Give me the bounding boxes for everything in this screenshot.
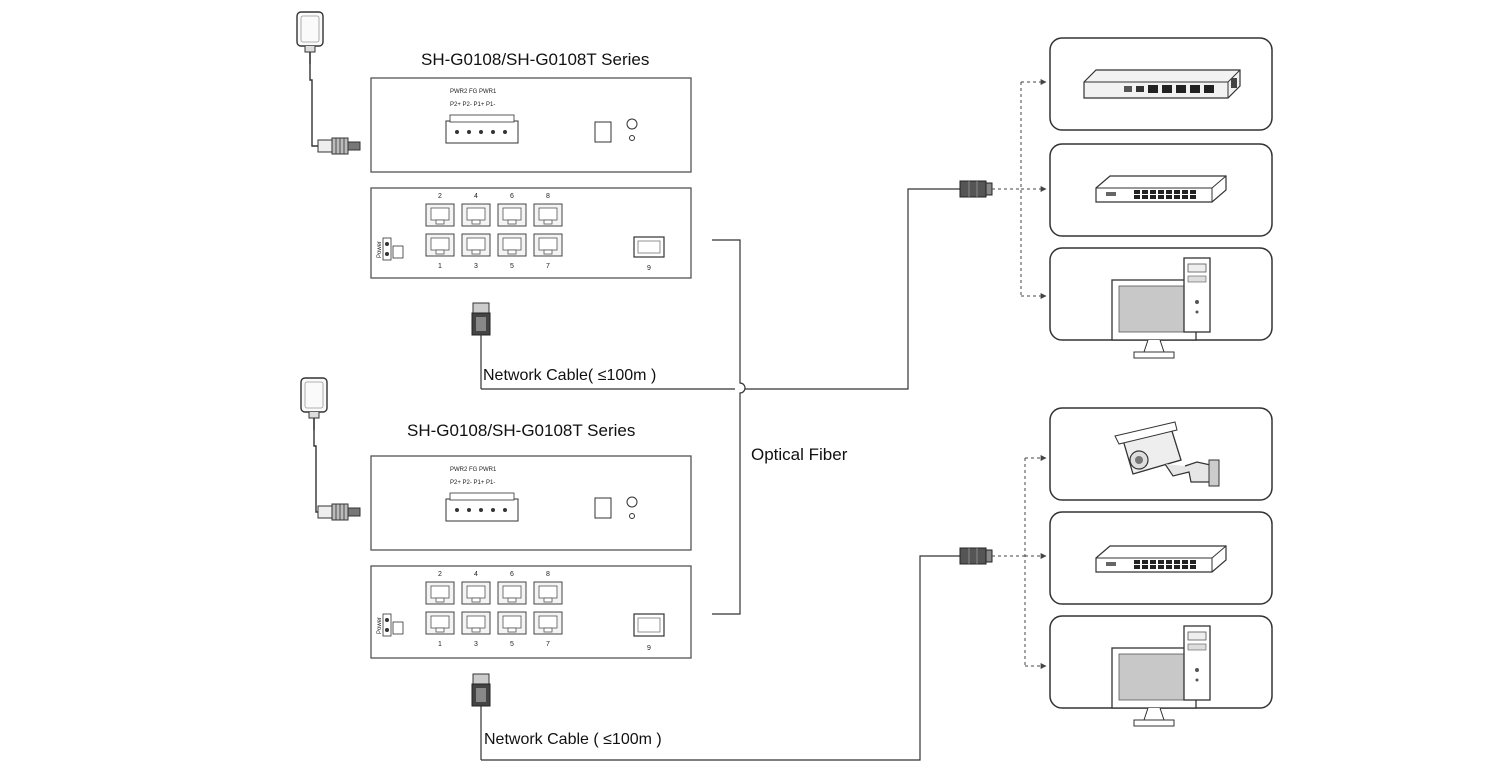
status-led-label: Power <box>377 241 383 258</box>
status-led-block <box>382 237 404 261</box>
device-box-rack-switch <box>1049 143 1273 237</box>
port-number: 7 <box>546 641 550 648</box>
ground-screw-icon <box>626 118 638 130</box>
switch-series-title-2: SH-G0108/SH-G0108T Series <box>407 421 636 440</box>
rj45-plug-icon <box>471 673 491 707</box>
switch-front-panel <box>370 565 692 659</box>
port-number: 3 <box>474 641 478 648</box>
switch-top-panel <box>370 455 692 551</box>
dip-switch-icon <box>594 497 612 519</box>
sfp-port-number: 9 <box>647 265 651 272</box>
distribution-lines-1 <box>992 79 1047 299</box>
power-adapter-icon <box>296 11 361 155</box>
rack-switch-icon <box>1095 545 1227 573</box>
port-number: 2 <box>438 571 442 578</box>
port-number: 7 <box>546 263 550 270</box>
fiber-transceiver-icon <box>959 180 993 198</box>
terminal-block <box>445 492 519 522</box>
port-number: 6 <box>510 571 514 578</box>
port-number: 5 <box>510 641 514 648</box>
network-cable-label-1: Network Cable( ≤100m ) <box>483 367 657 384</box>
port-number: 5 <box>510 263 514 270</box>
port-number: 8 <box>546 193 550 200</box>
device-box-desktop <box>1049 247 1273 359</box>
sfp-port-icon <box>633 613 665 637</box>
device-box-desktop <box>1049 615 1273 727</box>
port-number: 1 <box>438 641 442 648</box>
port-number: 2 <box>438 193 442 200</box>
switch-unit-2 <box>300 377 692 760</box>
network-cable-label-2: Network Cable ( ≤100m ) <box>484 731 662 748</box>
power-label-bottom: P2+ P2- P1+ P1- <box>450 480 495 486</box>
status-led-label: Power <box>377 617 383 634</box>
power-adapter-icon <box>300 377 361 521</box>
switch-unit-1 <box>296 11 692 389</box>
sfp-port-number: 9 <box>647 645 651 652</box>
device-box-rack-switch <box>1049 511 1273 605</box>
terminal-block <box>445 114 519 144</box>
fiber-transceiver-icon <box>959 547 993 565</box>
poe-switch-icon <box>1083 69 1241 99</box>
ground-screw-icon <box>626 496 638 508</box>
optical-fiber-label: Optical Fiber <box>751 445 848 464</box>
port-number: 8 <box>546 571 550 578</box>
distribution-lines-2 <box>992 455 1047 669</box>
panel-labels: PWR2 FG PWR1 P2+ P2- P1+ P1- PWR2 FG PWR… <box>377 89 651 652</box>
power-label-top: PWR2 FG PWR1 <box>450 89 497 95</box>
rack-switch-icon <box>1095 175 1227 203</box>
network-cable-line-2 <box>481 555 960 761</box>
device-box-poe-switch <box>1049 37 1273 131</box>
optical-fiber-line <box>712 239 746 615</box>
dip-switch-icon <box>594 121 612 143</box>
port-number: 1 <box>438 263 442 270</box>
power-label-bottom: P2+ P2- P1+ P1- <box>450 102 495 108</box>
power-label-top: PWR2 FG PWR1 <box>450 467 497 473</box>
rj45-plug-icon <box>471 302 491 336</box>
port-number: 4 <box>474 193 478 200</box>
port-number: 6 <box>510 193 514 200</box>
switch-series-title-1: SH-G0108/SH-G0108T Series <box>421 50 650 69</box>
device-box-camera <box>1049 407 1273 501</box>
port-number: 3 <box>474 263 478 270</box>
network-cable-line-1 <box>481 188 960 390</box>
sfp-port-icon <box>633 236 665 258</box>
switch-front-panel <box>370 187 692 279</box>
switch-top-panel <box>370 77 692 173</box>
status-led-block <box>382 613 404 637</box>
port-number: 4 <box>474 571 478 578</box>
